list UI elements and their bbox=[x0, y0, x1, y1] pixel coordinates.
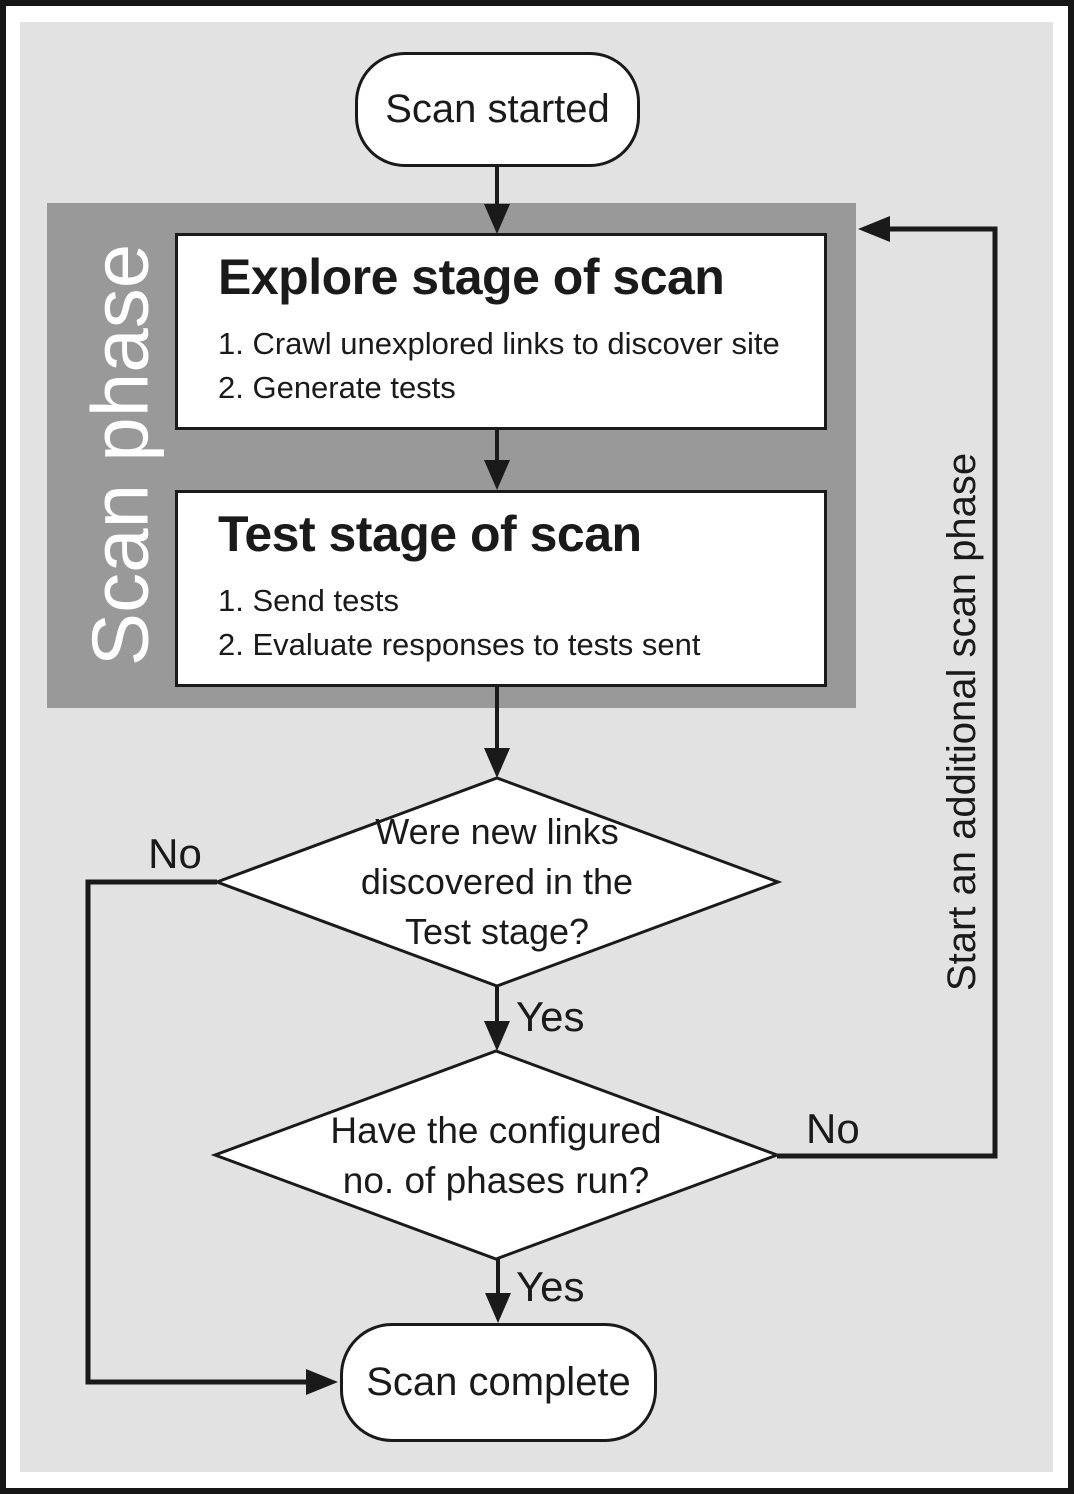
test-stage-items: 1. Send tests 2. Evaluate responses to t… bbox=[218, 579, 806, 667]
decision2-question: Have the configured no. of phases run? bbox=[296, 1106, 696, 1206]
arrowhead-into-decision1 bbox=[484, 748, 510, 778]
end-node-label: Scan complete bbox=[366, 1360, 631, 1404]
decision2-no-label: No bbox=[806, 1105, 860, 1152]
arrowhead-into-end bbox=[485, 1293, 511, 1323]
arrowhead-loop-into-phase bbox=[858, 216, 890, 242]
start-node: Scan started bbox=[355, 52, 640, 167]
decision2-diamond bbox=[210, 1049, 782, 1261]
explore-stage-items: 1. Crawl unexplored links to discover si… bbox=[218, 322, 806, 410]
explore-stage-title: Explore stage of scan bbox=[218, 249, 725, 305]
test-stage-title: Test stage of scan bbox=[218, 506, 642, 562]
end-node: Scan complete bbox=[340, 1323, 657, 1442]
start-node-label: Scan started bbox=[385, 87, 610, 131]
decision2-yes-label: Yes bbox=[516, 1263, 585, 1310]
connector-decision1-no-route bbox=[85, 879, 308, 1385]
decision1-line-3: Test stage? bbox=[404, 911, 590, 952]
decision1-diamond bbox=[212, 776, 783, 988]
explore-stage-item-1: 1. Crawl unexplored links to discover si… bbox=[218, 326, 780, 361]
arrowhead-into-decision2 bbox=[484, 1021, 510, 1051]
decision1-line-2: discovered in the bbox=[360, 861, 634, 902]
scan-phase-label: Scan phase bbox=[75, 243, 165, 667]
explore-stage-box: Explore stage of scan 1. Crawl unexplore… bbox=[175, 233, 827, 430]
arrowhead-no-into-end bbox=[306, 1369, 338, 1395]
decision1-no-label: No bbox=[148, 830, 202, 877]
explore-stage-item-2: 2. Generate tests bbox=[218, 370, 456, 405]
test-stage-item-2: 2. Evaluate responses to tests sent bbox=[218, 627, 701, 662]
test-stage-item-1: 1. Send tests bbox=[218, 583, 399, 618]
arrowhead-into-explore bbox=[484, 204, 510, 234]
decision2-line-2: no. of phases run? bbox=[342, 1160, 650, 1201]
test-stage-box: Test stage of scan 1. Send tests 2. Eval… bbox=[175, 490, 827, 687]
connector-decision2-no-loop bbox=[777, 226, 998, 1159]
decision2-line-1: Have the configured bbox=[330, 1110, 662, 1151]
decision1-yes-label: Yes bbox=[516, 993, 585, 1040]
decision1-line-1: Were new links bbox=[375, 811, 619, 852]
arrowhead-into-test bbox=[484, 460, 510, 490]
loop-back-label: Start an additional scan phase bbox=[939, 452, 984, 992]
decision1-question: Were new links discovered in the Test st… bbox=[297, 807, 697, 957]
